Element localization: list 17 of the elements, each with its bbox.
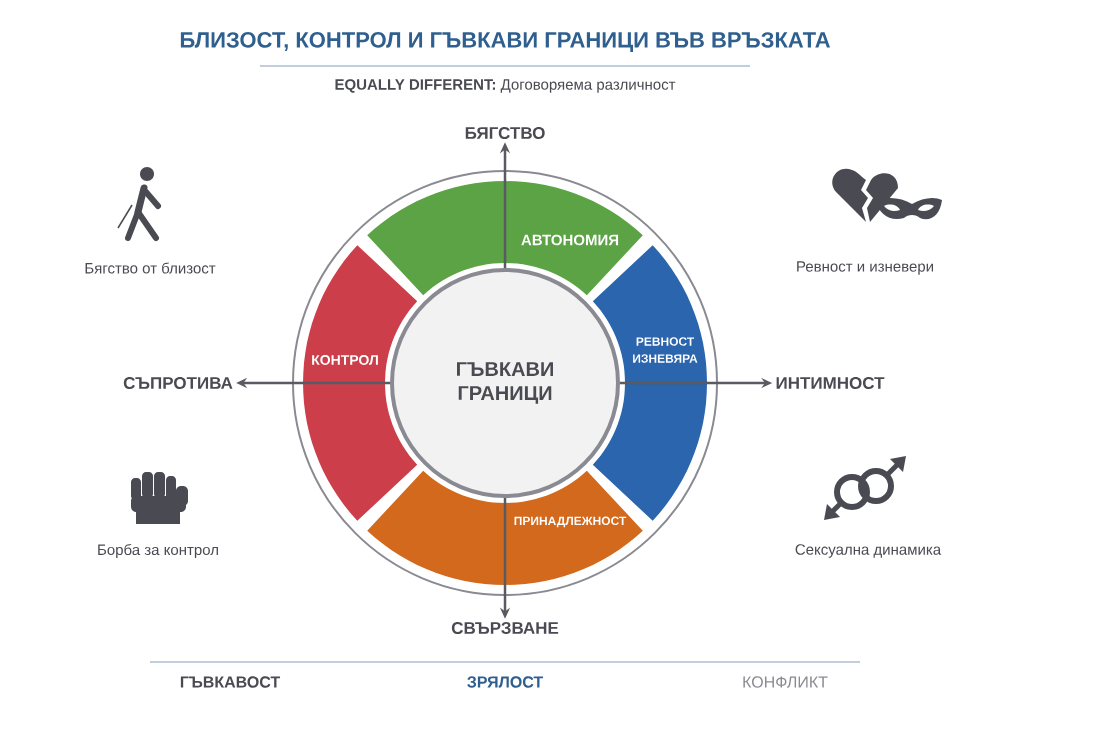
segment-label: АВТОНОМИЯ (521, 234, 619, 246)
title: БЛИЗОСТ, КОНТРОЛ И ГЪВКАВИ ГРАНИЦИ ВЪВ ВРЪЗКАТА (180, 32, 831, 52)
segment-label: РЕВНОСТ ИЗНЕВЯРА (633, 337, 698, 363)
axis-label: СЪПРОТИВА (123, 377, 233, 389)
subtitle: EQUALLY DIFFERENT: Договоряема различност (335, 79, 676, 93)
segment-label: ПРИНАДЛЕЖНОСТ (514, 516, 627, 528)
segment-label: КОНТРОЛ (312, 355, 378, 365)
axis-label: ИНТИМНОСТ (776, 377, 885, 389)
scale-label: ЗРЯЛОСТ (467, 676, 544, 688)
scale-label: КОНФЛИКТ (743, 676, 828, 688)
axis-label: СВЪРЗВАНЕ (451, 621, 559, 634)
icon-caption: Борба за контрол (98, 543, 218, 559)
icon-caption: Бягство от близост (85, 262, 216, 274)
scale-label: ГЪВКАВОСТ (180, 676, 281, 688)
axis-label: БЯГСТВО (465, 127, 545, 139)
icon-caption: Ревност и изневери (797, 261, 933, 275)
icon-caption: Сексуална динамика (795, 544, 942, 558)
